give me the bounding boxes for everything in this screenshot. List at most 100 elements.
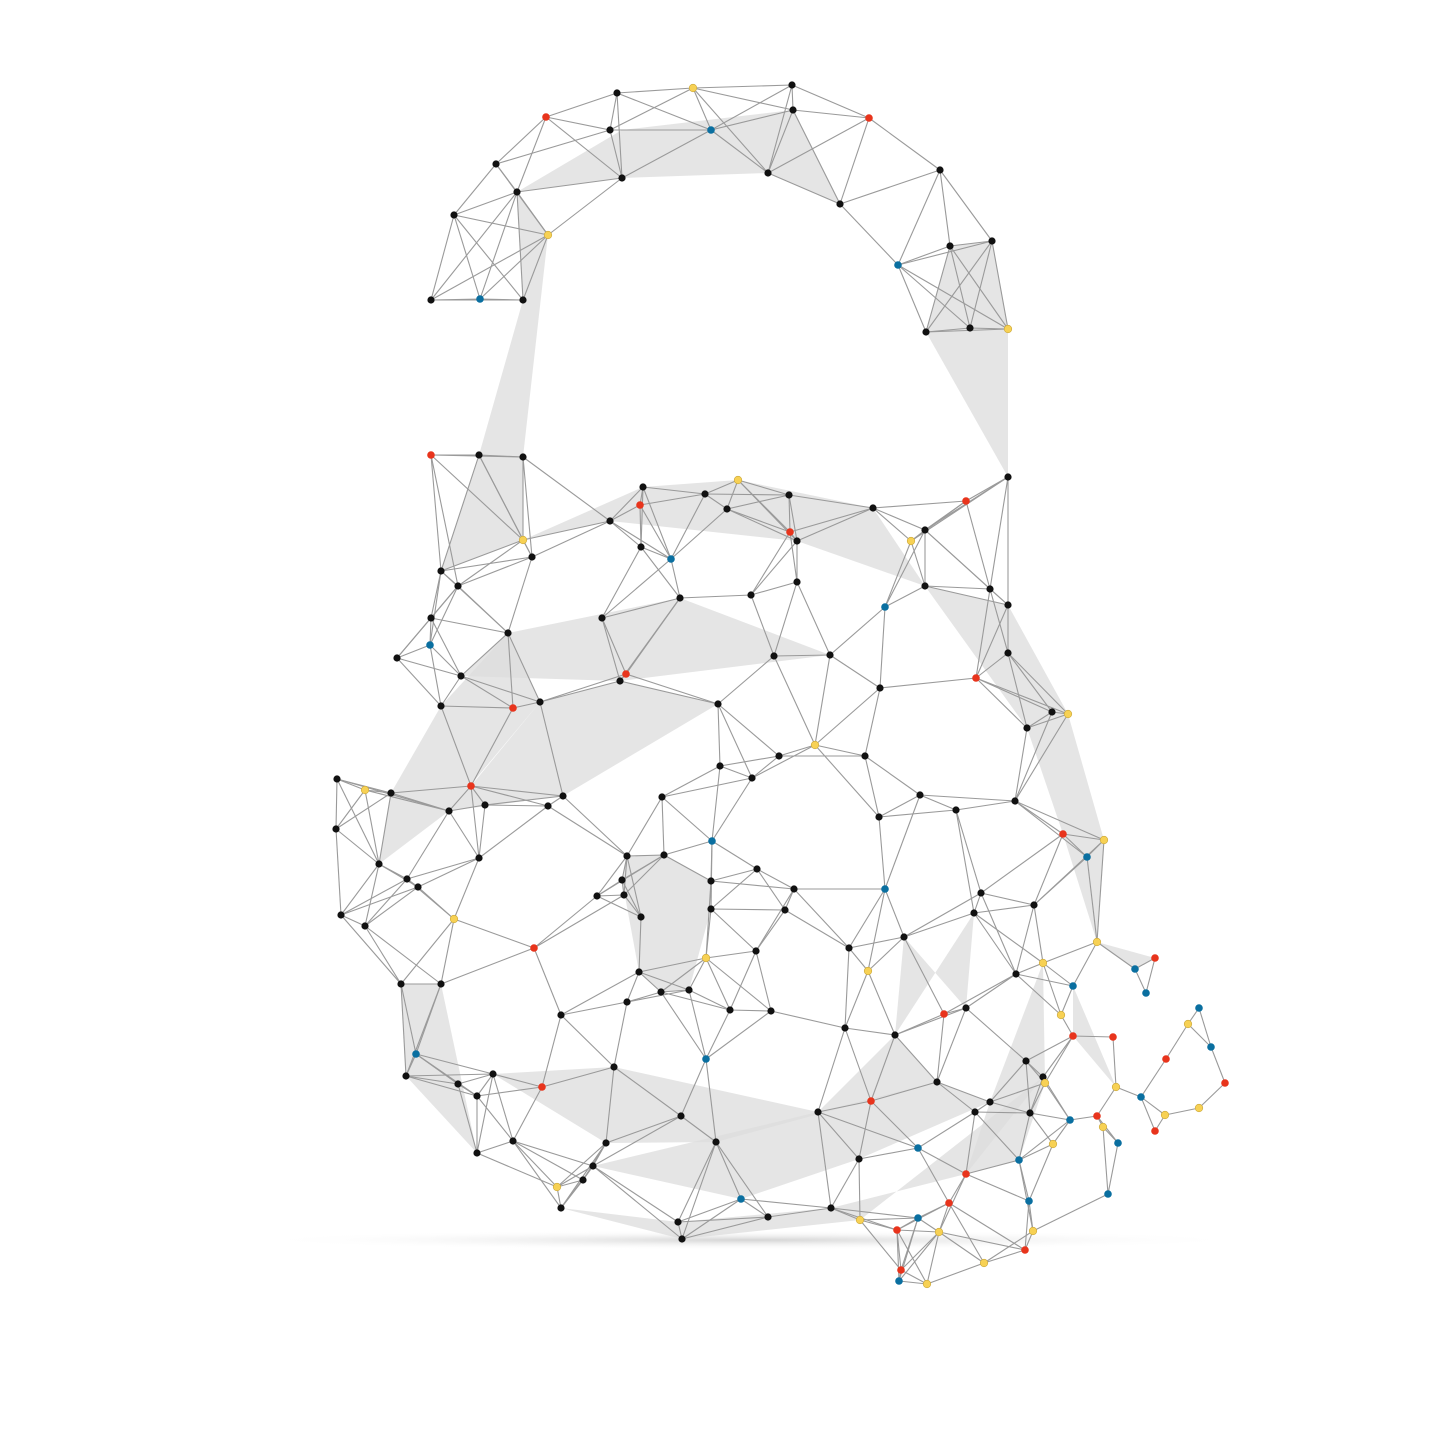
mesh-node (1011, 797, 1019, 805)
mesh-edge (767, 172, 841, 205)
mesh-edge (512, 701, 541, 709)
mesh-edge (1007, 652, 1053, 713)
mesh-edge (726, 508, 798, 542)
mesh-edge (440, 454, 480, 572)
mesh-node (708, 837, 716, 845)
mesh-edge (814, 744, 866, 757)
mesh-edge (789, 531, 798, 583)
mesh-node (701, 953, 711, 963)
mesh-edge (924, 585, 991, 590)
mesh-edge (711, 765, 721, 842)
mesh-edge (894, 1007, 967, 1036)
mesh-edge (688, 989, 731, 1011)
mesh-edge (870, 1081, 938, 1102)
mesh-node (1137, 1093, 1145, 1101)
mesh-edge (894, 1034, 938, 1083)
mesh-edge (640, 486, 644, 548)
mesh-edge (919, 794, 957, 811)
mesh-node (606, 126, 614, 134)
mesh-node (1039, 1073, 1047, 1081)
mesh-edge (692, 87, 769, 174)
mesh-edge (898, 1280, 928, 1285)
mesh-edge (872, 507, 926, 531)
mesh-node (1142, 989, 1150, 997)
mesh-edge (430, 617, 462, 677)
mesh-node (897, 1266, 905, 1274)
mesh-edge (717, 655, 775, 705)
mesh-edge (726, 494, 790, 510)
mesh-edge (417, 857, 480, 888)
mesh-edge (681, 1216, 769, 1240)
mesh-node (635, 968, 643, 976)
mesh-node (764, 169, 772, 177)
mesh-edge (829, 606, 886, 656)
mesh-edge (859, 1219, 898, 1231)
mesh-edge (609, 129, 623, 179)
mesh-edge (681, 1198, 742, 1240)
mesh-edge (1032, 1193, 1109, 1232)
mesh-edge (767, 109, 794, 174)
mesh-node (538, 1083, 546, 1091)
mesh-edge (1044, 1035, 1074, 1084)
mesh-node (921, 582, 929, 590)
mesh-edge (975, 652, 1009, 679)
mesh-edge (642, 486, 672, 560)
mesh-edge (609, 486, 644, 522)
mesh-edge (844, 947, 850, 1029)
mesh-edge (596, 894, 625, 897)
mesh-edge (560, 1179, 584, 1209)
mesh-node (1098, 1122, 1108, 1132)
mesh-edge (1015, 904, 1035, 975)
mesh-node (977, 889, 985, 897)
mesh-edge (740, 1198, 832, 1209)
mesh-edge (1029, 1082, 1046, 1114)
mesh-edge (680, 1115, 717, 1143)
mesh-edge (1028, 1143, 1054, 1202)
mesh-node (962, 1170, 970, 1178)
mesh-edge (939, 169, 951, 247)
mesh-edge (788, 494, 791, 533)
mesh-node (593, 892, 601, 900)
mesh-node (637, 543, 645, 551)
mesh-edge (705, 1010, 772, 1060)
mesh-edge (1165, 1023, 1189, 1060)
mesh-edge (1198, 1082, 1226, 1109)
mesh-node (1015, 1156, 1023, 1164)
mesh-edge (448, 804, 486, 812)
mesh-edge (340, 878, 408, 916)
mesh-node (767, 1007, 775, 1015)
mesh-edge (848, 888, 886, 949)
mesh-edge (839, 169, 941, 205)
mesh-node (855, 1155, 863, 1163)
mesh-edge (478, 805, 549, 859)
mesh-node (332, 825, 340, 833)
mesh-edge (539, 673, 627, 703)
mesh-face-11 (593, 1082, 990, 1199)
mesh-edge (396, 657, 462, 677)
mesh-edge (710, 109, 794, 131)
mesh-edge (626, 796, 663, 857)
mesh-edge (1025, 1060, 1031, 1114)
mesh-node (786, 528, 794, 536)
mesh-edge (864, 755, 921, 796)
mesh-edge (773, 655, 816, 746)
mesh-edge (1042, 962, 1062, 1016)
mesh-edge (545, 116, 611, 131)
mesh-node (450, 211, 458, 219)
mesh-node (914, 1144, 922, 1152)
mesh-edge (605, 1066, 615, 1144)
mesh-edge (670, 558, 681, 599)
mesh-edge (955, 809, 982, 894)
mesh-edge (705, 1009, 731, 1060)
mesh-edge (429, 585, 459, 646)
mesh-node (622, 670, 630, 678)
mesh-edge (522, 456, 611, 522)
mesh-node (1069, 1032, 1077, 1040)
mesh-node (900, 933, 908, 941)
mesh-node (1083, 853, 1091, 861)
mesh-node (589, 1162, 597, 1170)
mesh-edge (864, 755, 880, 818)
mesh-edge (1029, 1112, 1071, 1121)
mesh-node (677, 1112, 685, 1120)
mesh-node (667, 555, 675, 563)
